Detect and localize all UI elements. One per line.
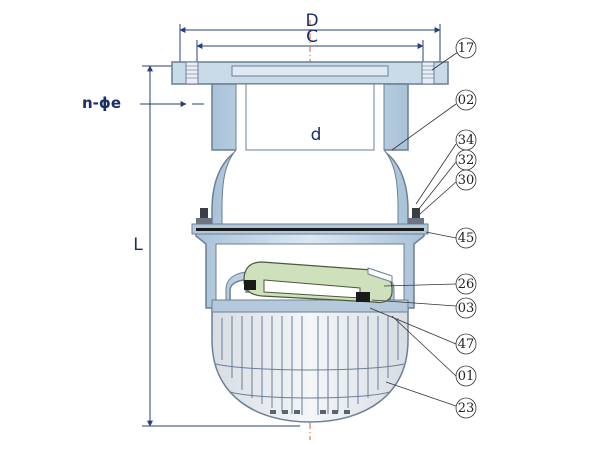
svg-text:01: 01 xyxy=(458,369,475,384)
callout-26: 26 xyxy=(455,273,477,295)
valve-disc xyxy=(243,261,393,304)
callout-23: 23 xyxy=(455,397,477,419)
svg-text:23: 23 xyxy=(458,401,475,416)
svg-text:26: 26 xyxy=(458,277,475,292)
dim-label-D: D xyxy=(305,11,318,31)
bolt-hole-left xyxy=(185,61,199,85)
svg-text:34: 34 xyxy=(458,133,475,148)
callout-02: 02 xyxy=(455,89,477,111)
dim-label-C: C xyxy=(306,27,318,47)
dim-label-L: L xyxy=(133,235,143,255)
svg-text:32: 32 xyxy=(458,153,475,168)
body-flange-joint xyxy=(191,208,429,235)
disc-seal-left xyxy=(244,280,256,290)
bolt-left xyxy=(200,208,208,224)
svg-text:45: 45 xyxy=(458,231,475,246)
svg-text:17: 17 xyxy=(458,41,475,56)
svg-text:03: 03 xyxy=(458,301,475,316)
disc-seal-right xyxy=(356,292,370,302)
svg-text:02: 02 xyxy=(458,93,475,108)
dim-label-d: d xyxy=(311,125,322,145)
callout-45: 45 xyxy=(455,227,477,249)
bolt-right xyxy=(412,208,420,224)
svg-text:47: 47 xyxy=(458,337,475,352)
gasket-seal xyxy=(196,228,424,231)
callout-17: 17 xyxy=(455,37,477,59)
bolt-hole-right xyxy=(421,61,435,85)
callout-leaders xyxy=(369,51,459,407)
strainer-basket xyxy=(211,307,409,423)
callout-03: 03 xyxy=(455,297,477,319)
dim-label-bolt: n-ϕe xyxy=(82,94,121,112)
callout-30: 30 xyxy=(455,169,477,191)
callout-34: 34 xyxy=(455,129,477,151)
svg-text:30: 30 xyxy=(458,173,475,188)
callout-32: 32 xyxy=(455,149,477,171)
callout-47: 47 xyxy=(455,333,477,355)
callout-01: 01 xyxy=(455,365,477,387)
